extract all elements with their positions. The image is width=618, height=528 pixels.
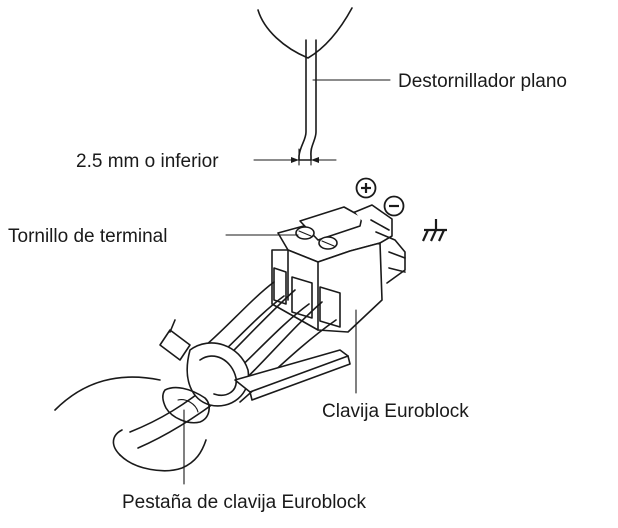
- screwdriver-illustration: [257, 7, 353, 161]
- blade-width-label: 2.5 mm o inferior: [76, 151, 219, 172]
- plug-tab-label: Pestaña de clavija Euroblock: [122, 492, 366, 513]
- blade-width-dimension: [253, 148, 337, 166]
- plug-label: Clavija Euroblock: [322, 401, 469, 422]
- euroblock-plug: [271, 204, 406, 333]
- cable-bundle: [54, 281, 351, 472]
- terminal-screw-label: Tornillo de terminal: [8, 226, 167, 247]
- screwdriver-label: Destornillador plano: [398, 71, 567, 92]
- ground-icon: [421, 219, 447, 242]
- minus-circle-icon: [383, 195, 405, 217]
- plus-circle-icon: [355, 177, 377, 199]
